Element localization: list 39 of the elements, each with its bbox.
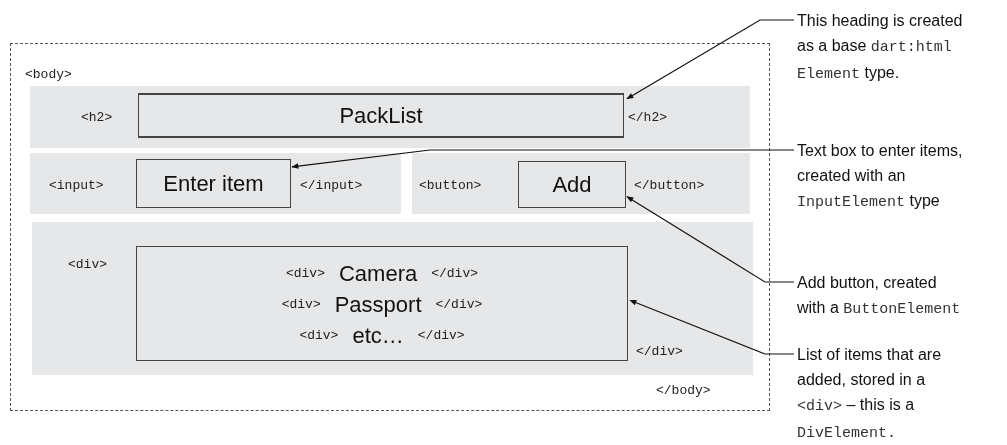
element-text: Add	[552, 171, 592, 199]
tag-label: <div>	[285, 264, 325, 283]
leader-line	[291, 149, 795, 169]
element-box	[136, 159, 291, 208]
callout-text: Text box to enter items, created with an InputElement type	[797, 141, 964, 213]
tag-label: </div>	[417, 326, 465, 345]
callout-text: Add button, created with a ButtonElement	[797, 273, 962, 320]
item-text: Passport	[334, 291, 422, 319]
body-container	[10, 43, 770, 411]
item-text: Camera	[338, 260, 418, 288]
item-text: etc…	[352, 322, 404, 350]
tag-label: <h2>	[81, 109, 113, 127]
leader-line	[626, 196, 795, 283]
tag-label: </div>	[435, 295, 483, 314]
element-band	[32, 222, 753, 375]
leader-line	[626, 19, 795, 100]
tag-label: <button>	[419, 177, 482, 195]
element-text: PackList	[339, 102, 423, 130]
heading-box	[138, 93, 624, 138]
element-band	[412, 153, 750, 214]
element-band	[30, 153, 401, 214]
leader-line	[629, 299, 795, 355]
element-text: Enter item	[163, 170, 264, 198]
callout-text: This heading is created as a base dart:html Element type.	[797, 11, 964, 85]
tag-label: <div>	[281, 295, 321, 314]
callout-text: List of items that are added, stored in a <div> – this is a DivElement.	[797, 345, 943, 444]
tag-label: </h2>	[628, 109, 667, 127]
tag-label: <div>	[299, 326, 339, 345]
list-box	[136, 246, 628, 361]
element-box	[518, 161, 626, 208]
element-band	[30, 86, 750, 148]
tag-label: </button>	[634, 177, 705, 195]
tag-label: </input>	[300, 177, 363, 195]
tag-label: <body>	[25, 66, 72, 84]
tag-label: <input>	[49, 177, 104, 195]
tag-label: <div>	[68, 256, 107, 274]
tag-label: </body>	[656, 382, 711, 400]
tag-label: </div>	[431, 264, 479, 283]
tag-label: </div>	[636, 343, 683, 361]
